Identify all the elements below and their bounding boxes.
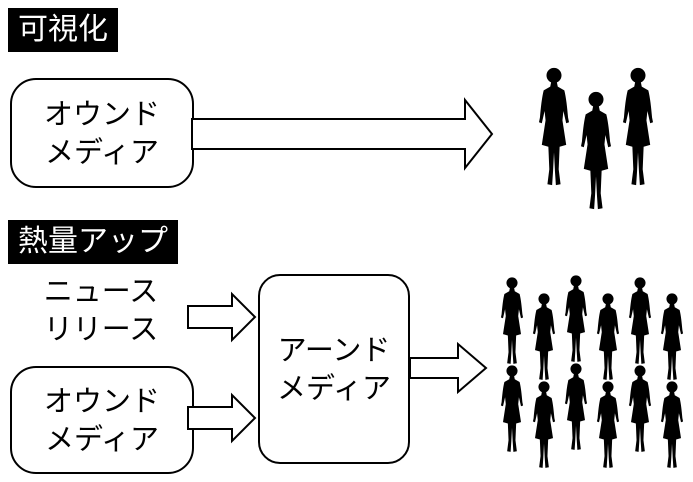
audience-small-crowd xyxy=(538,67,654,210)
owned-media-top-line1: オウンド xyxy=(43,97,160,131)
arrow-owned-to-earned xyxy=(187,392,257,444)
person-silhouette-icon xyxy=(596,293,620,380)
person-silhouette-icon xyxy=(564,363,588,450)
person-silhouette-icon xyxy=(500,277,524,364)
person-silhouette-icon xyxy=(660,293,684,380)
owned-media-box-bottom: オウンド メディア xyxy=(10,366,194,474)
person-silhouette-icon xyxy=(538,67,570,186)
earned-media-line1: アーンド xyxy=(277,333,391,367)
audience-large-crowd xyxy=(500,275,684,468)
visibility-heading: 可視化 xyxy=(8,8,118,52)
person-silhouette-icon xyxy=(660,381,684,468)
owned-media-top-line2: メディア xyxy=(45,135,159,169)
arrow-news-to-earned xyxy=(187,291,257,343)
person-silhouette-icon xyxy=(580,91,612,210)
person-silhouette-icon xyxy=(628,277,652,364)
owned-media-box-top: オウンド メディア xyxy=(10,78,194,188)
person-silhouette-icon xyxy=(596,381,620,468)
earned-media-box: アーンド メディア xyxy=(258,274,410,464)
person-silhouette-icon xyxy=(532,293,556,380)
arrow-earned-to-audience xyxy=(409,341,488,395)
person-silhouette-icon xyxy=(532,381,556,468)
heat-up-heading: 熱量アップ xyxy=(8,220,178,264)
news-release-line1: ニュース xyxy=(43,274,159,308)
person-silhouette-icon xyxy=(628,365,652,452)
news-release-line2: リリース xyxy=(43,312,159,346)
news-release-label: ニュース リリース xyxy=(26,272,176,348)
owned-media-bottom-line2: メディア xyxy=(45,422,159,456)
arrow-owned-to-audience xyxy=(191,97,494,171)
person-silhouette-icon xyxy=(500,365,524,452)
earned-media-line2: メディア xyxy=(277,371,391,405)
person-silhouette-icon xyxy=(564,275,588,362)
person-silhouette-icon xyxy=(622,67,654,186)
owned-media-bottom-line1: オウンド xyxy=(43,384,160,418)
